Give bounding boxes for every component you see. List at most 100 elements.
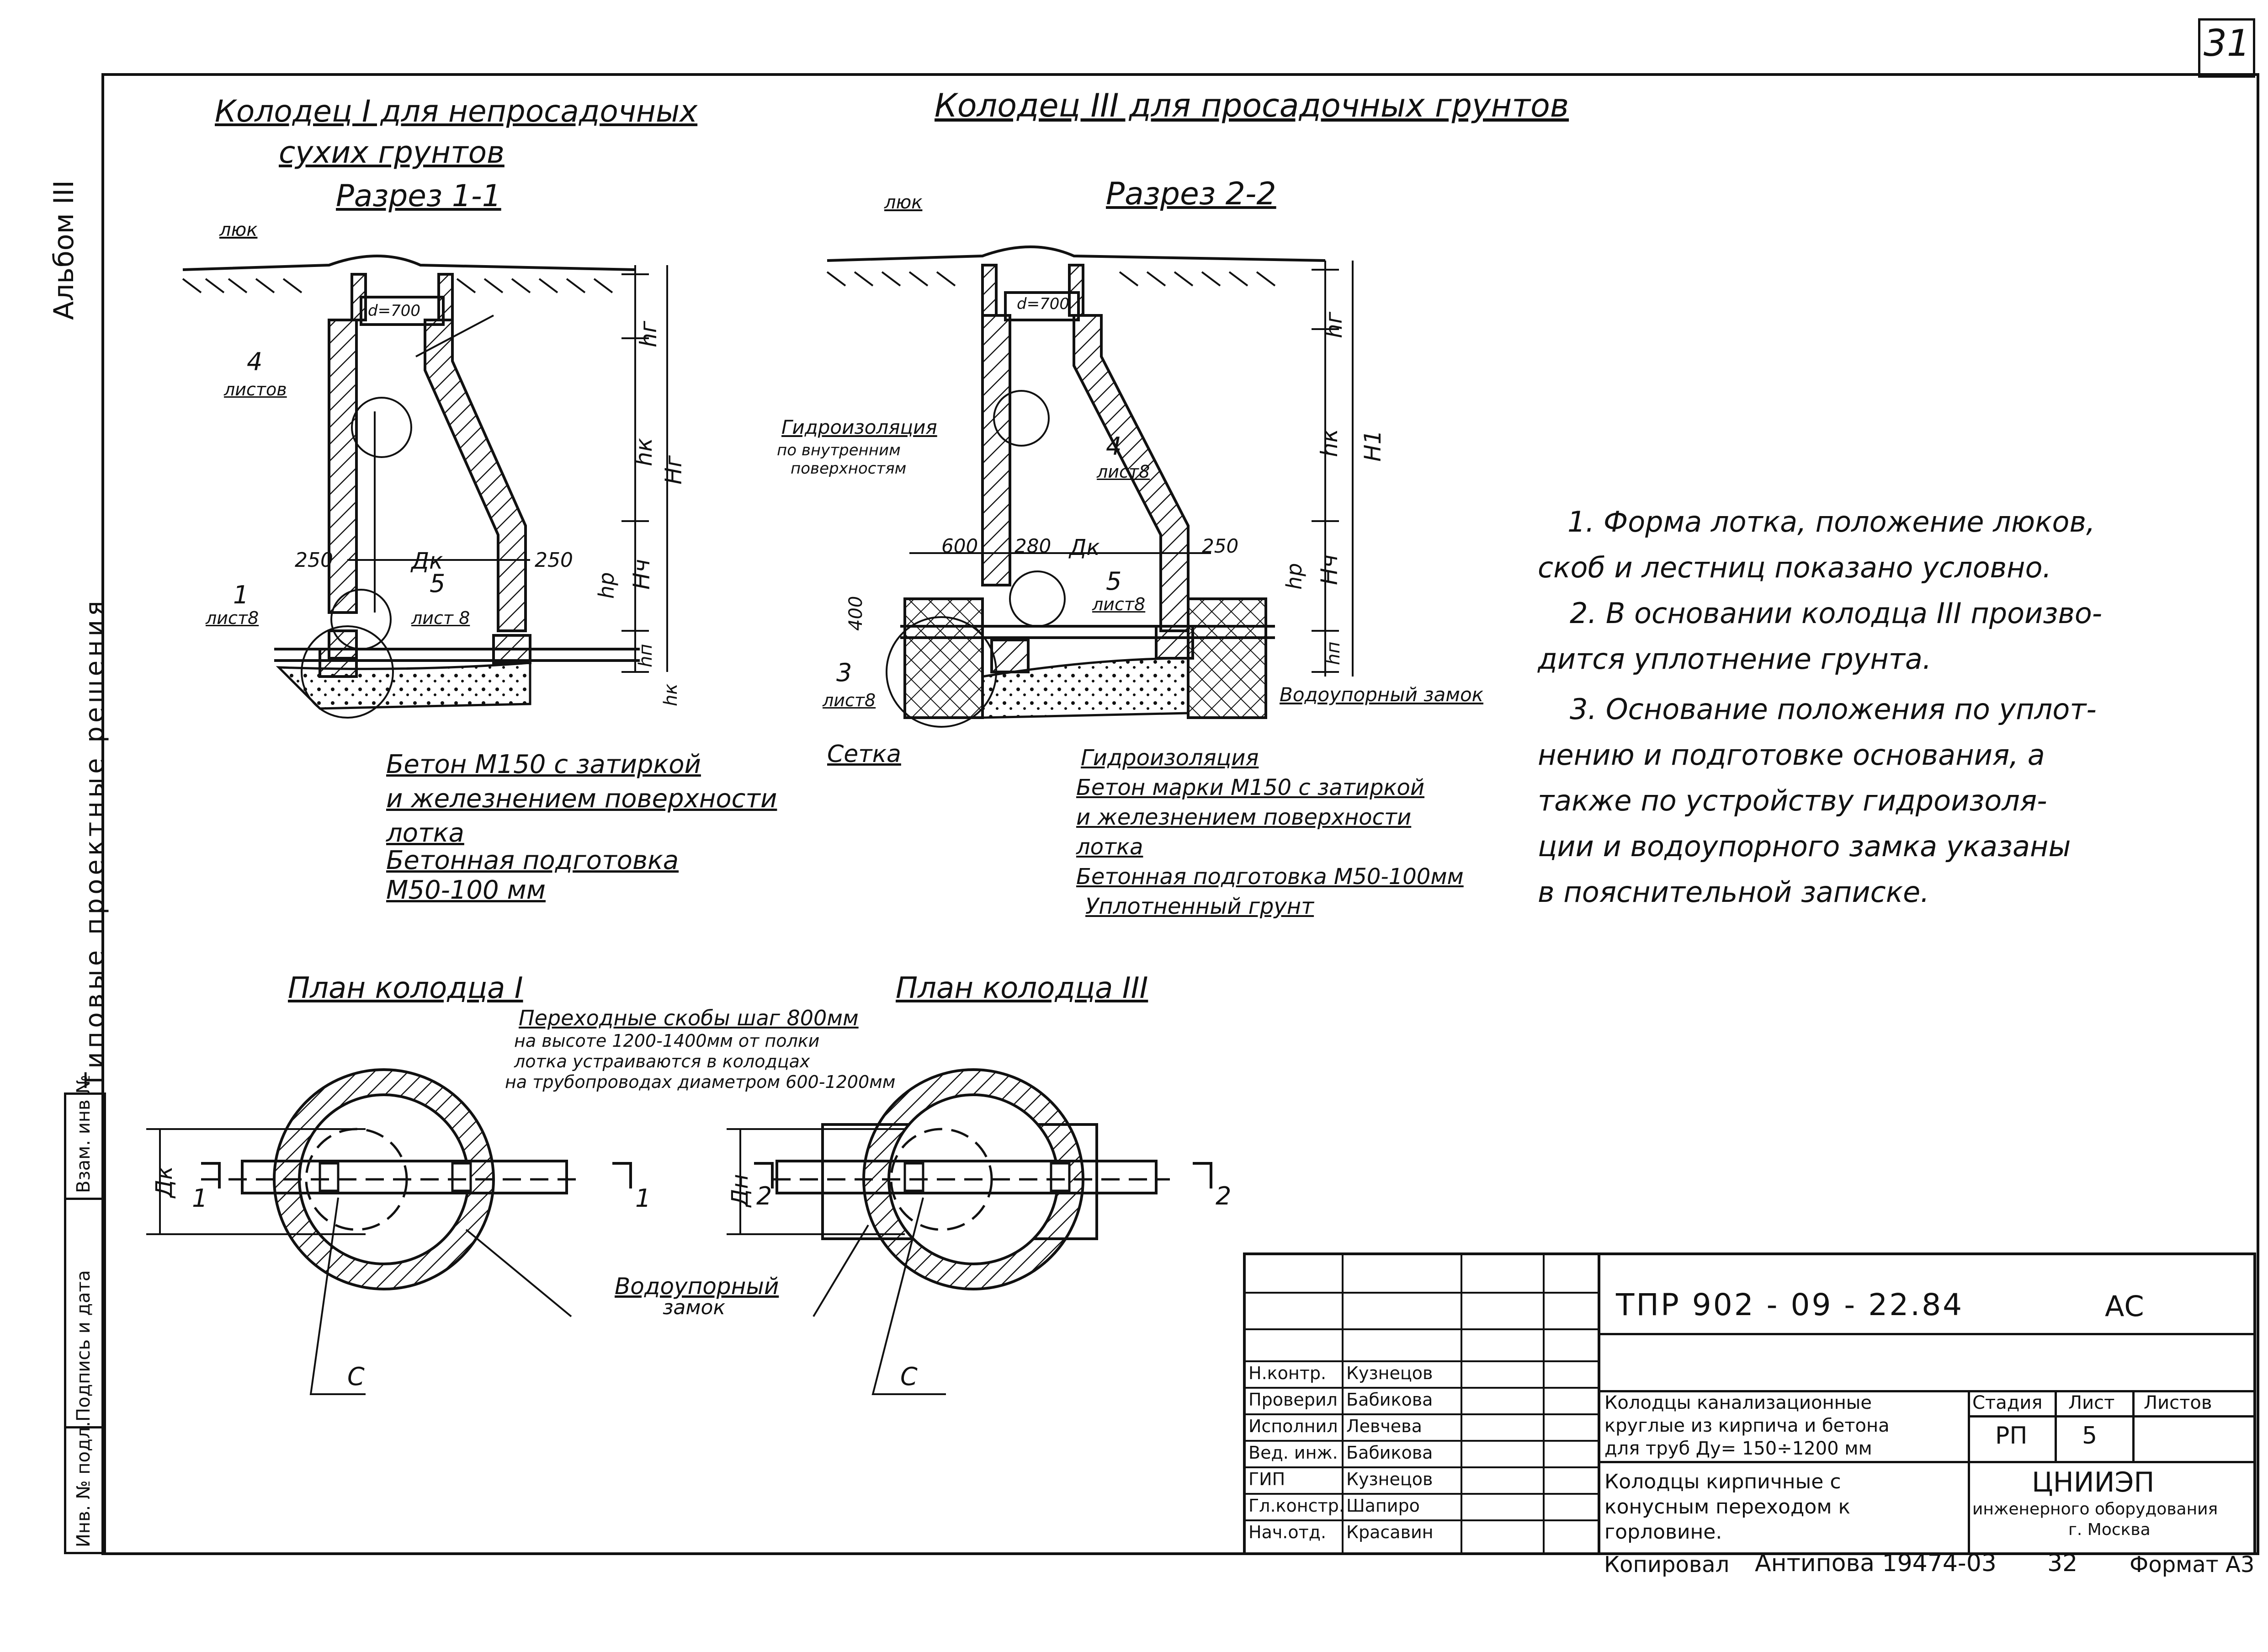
footer-copier: Антипова 19474-03 bbox=[1755, 1550, 1997, 1577]
title-block: Н.контр. Кузнецов Проверил Бабикова Испо… bbox=[1243, 1252, 2256, 1555]
org-city: г. Москва bbox=[2068, 1520, 2151, 1539]
person-row: Исполнил Левчева bbox=[1246, 1413, 1598, 1442]
label-400: 400 bbox=[845, 596, 866, 631]
person-row: Гл.констр. Шапиро bbox=[1246, 1493, 1598, 1521]
label-Hch-1: Hч bbox=[628, 559, 655, 590]
label-list8-2: лист8 bbox=[1097, 462, 1150, 482]
label-250b: 250 bbox=[535, 549, 573, 572]
doc-code: ТПР 902 - 09 - 22.84 bbox=[1616, 1287, 1964, 1322]
plan-3-drawing bbox=[727, 1068, 1212, 1395]
label-hg-1: hг bbox=[635, 321, 662, 347]
person-row: Вед. инж. Бабикова bbox=[1246, 1440, 1598, 1468]
org-sub: инженерного оборудования bbox=[1972, 1500, 2218, 1519]
footer-copied: Копировал bbox=[1604, 1552, 1730, 1577]
label-list8a: лист8 bbox=[206, 608, 259, 628]
label-hydro3: поверхностям bbox=[791, 459, 907, 478]
note-line: дится уплотнение грунта. bbox=[1538, 642, 1932, 676]
wall-left-2 bbox=[981, 314, 1011, 586]
right-legend-line: Гидроизоляция bbox=[1081, 745, 1259, 771]
org-name: ЦНИИЭП bbox=[2032, 1466, 2155, 1498]
label-250-2: 250 bbox=[1202, 535, 1239, 557]
footer-format: Формат А3 bbox=[2130, 1552, 2255, 1577]
cut-mark-1a: 1 bbox=[192, 1184, 208, 1213]
label-hr-2: hр bbox=[1282, 563, 1307, 590]
label-hydro1: Гидроизоляция bbox=[781, 416, 937, 438]
section-2-2-drawing bbox=[826, 245, 1354, 728]
name: Кузнецов bbox=[1346, 1469, 1433, 1489]
brackets-note: на высоте 1200-1400мм от полки bbox=[514, 1031, 820, 1051]
label-hpl-1: hп bbox=[635, 644, 656, 667]
name: Бабикова bbox=[1346, 1443, 1433, 1463]
well3-title: Колодец III для просадочных грунтов bbox=[935, 87, 1569, 124]
plan-1-drawing bbox=[146, 1068, 632, 1395]
cut-mark-1b: 1 bbox=[635, 1184, 651, 1213]
plan-lock-label: замок bbox=[663, 1296, 726, 1319]
clay-lock-left bbox=[903, 597, 984, 719]
left-legend-line: лотка bbox=[386, 818, 464, 848]
detail-c-label-1: С bbox=[347, 1362, 365, 1391]
label-list8b: лист 8 bbox=[411, 608, 470, 628]
label-list8b-2: лист8 bbox=[1092, 594, 1146, 614]
title-line: для труб Ду= 150÷1200 мм bbox=[1604, 1438, 1872, 1459]
name: Красавин bbox=[1346, 1522, 1434, 1542]
detail-c-circle-1 bbox=[301, 625, 394, 719]
role: Исполнил bbox=[1248, 1416, 1338, 1436]
right-legend-line: Уплотненный грунт bbox=[1085, 894, 1314, 919]
note-line: 1. Форма лотка, положение люков, bbox=[1567, 505, 2095, 538]
well1-title-2: сухих грунтов bbox=[279, 135, 505, 170]
label-Dn-plan: Дн bbox=[727, 1174, 753, 1207]
label-Hch-2: Hч bbox=[1316, 554, 1343, 585]
wall-left bbox=[328, 319, 358, 614]
label-1-1: 1 bbox=[233, 581, 249, 609]
label-hk-2: hк bbox=[1316, 429, 1343, 457]
detail-c-label-2: С bbox=[900, 1362, 918, 1391]
label-250a: 250 bbox=[295, 549, 333, 572]
sheet-header: Лист bbox=[2068, 1392, 2115, 1413]
note-line: 3. Основание положения по уплот- bbox=[1570, 693, 2097, 726]
note-line: нению и подготовке основания, а bbox=[1538, 738, 2045, 772]
label-sheets-1: листов bbox=[224, 379, 287, 400]
sheets-header: Листов bbox=[2144, 1392, 2212, 1413]
label-5-1: 5 bbox=[430, 569, 446, 598]
role: Нач.отд. bbox=[1248, 1522, 1327, 1542]
sheet-number-box bbox=[2198, 18, 2255, 78]
cut-mark-2b: 2 bbox=[1216, 1182, 1232, 1210]
name: Левчева bbox=[1346, 1416, 1422, 1436]
name: Бабикова bbox=[1346, 1390, 1433, 1410]
plan3-title: План колодца III bbox=[896, 971, 1148, 1005]
person-row: Проверил Бабикова bbox=[1246, 1387, 1598, 1415]
role: ГИП bbox=[1248, 1469, 1285, 1489]
role: Н.контр. bbox=[1248, 1363, 1327, 1383]
left-legend-line: Бетонная подготовка bbox=[386, 846, 679, 875]
person-row: ГИП Кузнецов bbox=[1246, 1466, 1598, 1495]
label-lock: Водоупорный замок bbox=[1280, 683, 1484, 706]
label-hk-1: hк bbox=[631, 438, 657, 466]
label-mesh: Сетка bbox=[827, 741, 901, 768]
left-legend-line: М50-100 мм bbox=[386, 875, 546, 905]
title-line: Колодцы кирпичные с bbox=[1604, 1470, 1841, 1493]
name: Шапиро bbox=[1346, 1496, 1420, 1516]
brackets-note: Переходные скобы шаг 800мм bbox=[519, 1006, 859, 1030]
left-legend-line: и железнением поверхности bbox=[386, 784, 777, 814]
title-line: круглые из кирпича и бетона bbox=[1604, 1415, 1890, 1436]
person-row: Н.контр. Кузнецов bbox=[1246, 1360, 1598, 1389]
doc-mark: АС bbox=[2105, 1290, 2144, 1323]
label-600: 600 bbox=[941, 535, 978, 557]
note-line: в пояснительной записке. bbox=[1538, 875, 1930, 909]
sheet-value: 5 bbox=[2082, 1422, 2098, 1449]
right-legend-line: Бетон марки М150 с затиркой bbox=[1076, 775, 1425, 800]
section-1-1-drawing bbox=[182, 255, 668, 719]
title-line: Колодцы канализационные bbox=[1604, 1392, 1872, 1413]
wall-cone-right bbox=[424, 319, 527, 632]
plan-lock-label: Водоупорный bbox=[615, 1273, 779, 1300]
right-legend-line: лотка bbox=[1076, 834, 1143, 860]
note-line: ции и водоупорного замка указаны bbox=[1538, 830, 2071, 863]
name: Кузнецов bbox=[1346, 1363, 1433, 1383]
section1-title: Разрез 1-1 bbox=[336, 178, 501, 213]
label-hpl-2: hп bbox=[1323, 641, 1344, 665]
label-280: 280 bbox=[1014, 535, 1052, 557]
title-line: конусным переходом к bbox=[1604, 1495, 1851, 1519]
label-4-1: 4 bbox=[247, 347, 263, 376]
right-legend-line: и железнением поверхности bbox=[1076, 805, 1412, 830]
role: Гл.констр. bbox=[1248, 1496, 1344, 1516]
